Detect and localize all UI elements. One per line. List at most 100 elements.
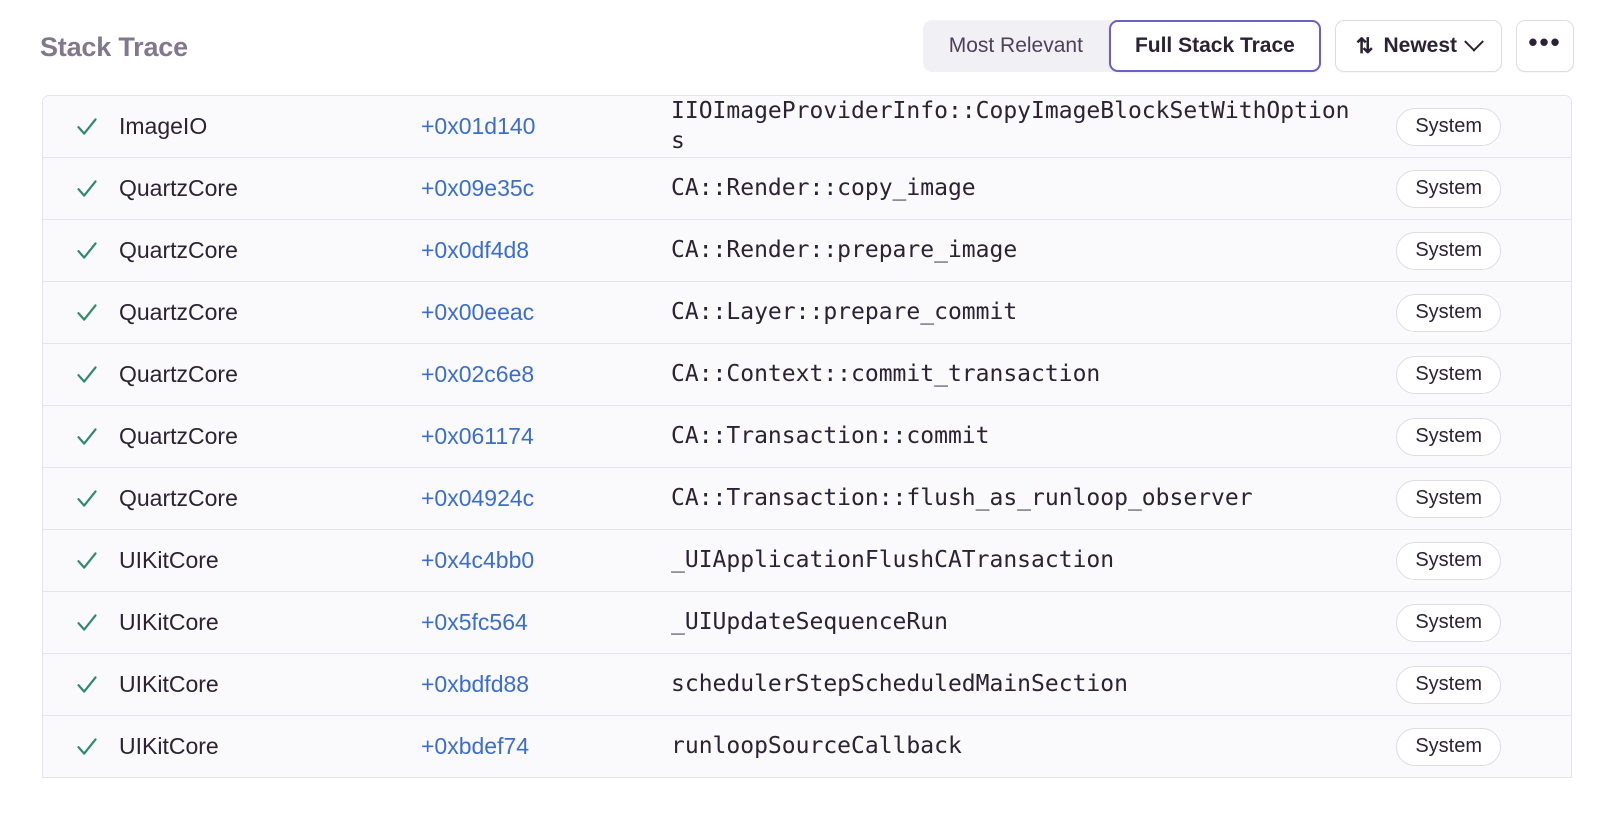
row-function-name: schedulerStepScheduledMainSection [671,670,1128,697]
table-row[interactable]: UIKitCore +0x5fc564 _UIUpdateSequenceRun Sy… [43,592,1571,654]
row-module-name: QuartzCore [119,423,238,449]
checkmark-icon [77,675,97,693]
row-offset-link[interactable]: +0x01d140 [421,113,536,139]
table-row[interactable]: UIKitCore +0xbdfd88 schedulerStepScheduled… [43,654,1571,716]
row-badge-cell: System [1371,541,1501,580]
row-offset-link[interactable]: +0x5fc564 [421,609,528,635]
row-module-name: UIKitCore [119,609,219,635]
row-badge-cell: System [1371,169,1501,208]
row-module-name: UIKitCore [119,547,219,573]
row-badge-cell: System [1371,603,1501,642]
status-badge[interactable]: System [1396,603,1501,642]
row-offset-link[interactable]: +0x09e35c [421,175,535,201]
table-row[interactable]: QuartzCore +0x0df4d8 CA::Render::prepare_i… [43,220,1571,282]
row-function-name: CA::Transaction::flush_as_runloop_observ… [671,484,1253,511]
row-checkmark-cell [67,673,119,697]
status-badge[interactable]: System [1396,665,1501,704]
row-offset-link[interactable]: +0x0df4d8 [421,237,530,263]
more-options-button[interactable]: ••• [1516,20,1574,72]
stack-trace-table: ImageIO +0x01d140 IIOImageProviderInfo::Co… [42,95,1572,778]
row-function-name: CA::Render::copy_image [671,174,976,201]
row-checkmark-cell [67,177,119,201]
row-function-name: runloopSourceCallback [671,732,962,759]
row-function-name: _UIUpdateSequenceRun [671,608,948,635]
row-offset-link[interactable]: +0x00eeac [421,299,535,325]
status-badge[interactable]: System [1396,541,1501,580]
row-module-name: QuartzCore [119,299,238,325]
table-row[interactable]: QuartzCore +0x09e35c CA::Render::copy_imag… [43,158,1571,220]
row-badge-cell: System [1371,479,1501,518]
row-offset-link[interactable]: +0x061174 [421,423,534,449]
row-checkmark-cell [67,301,119,325]
row-function-name: CA::Layer::prepare_commit [671,298,1018,325]
trace-view-segmented-control: Most Relevant Full Stack Trace [922,20,1321,72]
header-controls: Most Relevant Full Stack Trace ⇅ Newest … [922,20,1574,72]
checkmark-icon [77,241,97,259]
table-row[interactable]: UIKitCore +0xbdef74 runloopSourceCallback S… [43,716,1571,778]
checkmark-icon [77,365,97,383]
row-offset-link[interactable]: +0xbdfd88 [421,671,530,697]
row-checkmark-cell [67,487,119,511]
row-checkmark-cell [67,239,119,263]
tab-full-stack-trace[interactable]: Full Stack Trace [1108,20,1321,72]
status-badge[interactable]: System [1396,479,1501,518]
table-row[interactable]: QuartzCore +0x02c6e8 CA::Context::commit_t… [43,344,1571,406]
checkmark-icon [77,117,97,135]
status-badge[interactable]: System [1396,293,1501,332]
row-function-name: _UIApplicationFlushCATransaction [671,546,1115,573]
row-checkmark-cell [67,611,119,635]
checkmark-icon [77,427,97,445]
ellipsis-icon: ••• [1528,26,1562,57]
row-badge-cell: System [1371,231,1501,270]
table-row[interactable]: ImageIO +0x01d140 IIOImageProviderInfo::Co… [43,96,1571,158]
row-function-name: CA::Render::prepare_image [671,236,1018,263]
row-offset-link[interactable]: +0x04924c [421,485,535,511]
row-badge-cell: System [1371,355,1501,394]
table-row[interactable]: QuartzCore +0x04924c CA::Transaction::flus… [43,468,1571,530]
table-row[interactable]: UIKitCore +0x4c4bb0 _UIApplicationFlushCAT… [43,530,1571,592]
row-module-name: QuartzCore [119,485,238,511]
row-offset-link[interactable]: +0x02c6e8 [421,361,535,387]
row-badge-cell: System [1371,665,1501,704]
sort-button[interactable]: ⇅ Newest [1334,20,1502,72]
chevron-down-icon [1464,31,1484,52]
table-row[interactable]: QuartzCore +0x00eeac CA::Layer::prepare_co… [43,282,1571,344]
row-badge-cell: System [1371,417,1501,456]
checkmark-icon [77,489,97,507]
status-badge[interactable]: System [1396,169,1501,208]
status-badge[interactable]: System [1396,417,1501,456]
row-badge-cell: System [1371,727,1501,766]
checkmark-icon [77,737,97,755]
row-module-name: QuartzCore [119,175,238,201]
sort-arrows-icon: ⇅ [1355,34,1374,58]
row-module-name: QuartzCore [119,237,238,263]
row-checkmark-cell [67,735,119,759]
row-module-name: QuartzCore [119,361,238,387]
checkmark-icon [77,179,97,197]
panel-header: Stack Trace Most Relevant Full Stack Tra… [0,0,1614,92]
row-checkmark-cell [67,549,119,573]
row-offset-link[interactable]: +0x4c4bb0 [421,547,535,573]
tab-most-relevant[interactable]: Most Relevant [923,20,1109,72]
status-badge[interactable]: System [1396,231,1501,270]
checkmark-icon [77,613,97,631]
status-badge[interactable]: System [1396,107,1501,146]
row-module-name: UIKitCore [119,733,219,759]
sort-button-label: Newest [1383,34,1457,57]
page-title: Stack Trace [40,31,188,62]
row-module-name: UIKitCore [119,671,219,697]
row-function-name: CA::Context::commit_transaction [671,360,1101,387]
row-badge-cell: System [1371,107,1501,146]
row-module-name: ImageIO [119,113,208,139]
row-checkmark-cell [67,363,119,387]
row-offset-link[interactable]: +0xbdef74 [421,733,530,759]
row-function-name: IIOImageProviderInfo::CopyImageBlockSetW… [671,97,1350,154]
status-badge[interactable]: System [1396,727,1501,766]
row-checkmark-cell [67,115,119,139]
checkmark-icon [77,551,97,569]
status-badge[interactable]: System [1396,355,1501,394]
row-checkmark-cell [67,425,119,449]
checkmark-icon [77,303,97,321]
